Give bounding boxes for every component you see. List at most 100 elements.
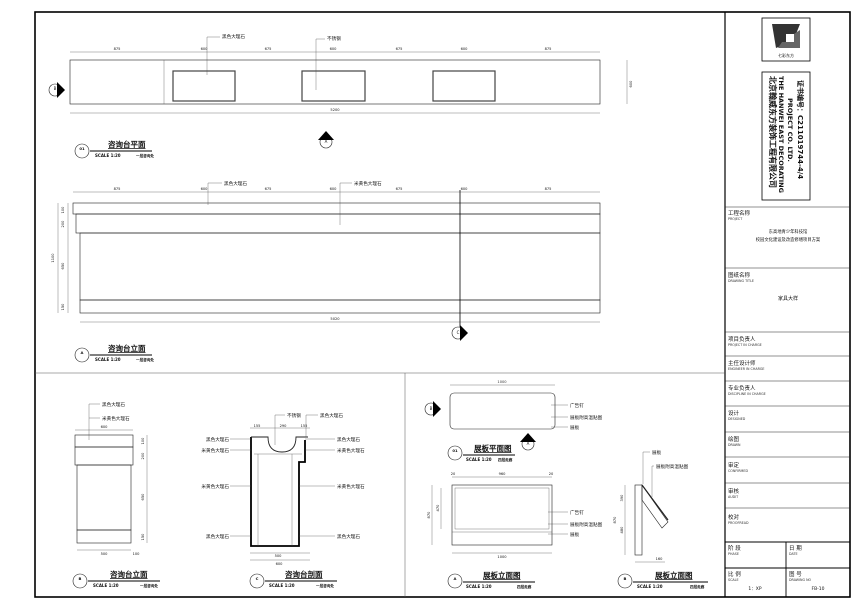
view-title: C 咨询台剖面 SCALE 1:20 一层咨询处: [249, 569, 337, 589]
svg-text:展板立面图: 展板立面图: [654, 570, 693, 580]
svg-text:四层走廊: 四层走廊: [498, 457, 513, 462]
drawing-no-label-en: DRAWING NO: [789, 578, 812, 582]
phase-label-en: PHASE: [728, 552, 739, 556]
project-label: 工程名称: [728, 209, 751, 217]
drawing-title-label-en: DRAWING TITLE: [728, 279, 754, 283]
dimension: 155: [301, 424, 308, 428]
view-title: A 咨询台立面 SCALE 1:20 一层咨询处: [74, 343, 154, 363]
dimension: 600: [201, 187, 209, 191]
svg-text:SCALE 1:20: SCALE 1:20: [269, 583, 295, 588]
dimension: 150: [141, 533, 145, 541]
row-label: 校对: [728, 513, 740, 521]
row-label-en: DESIGNED: [728, 417, 746, 421]
material-label: 米黄色大理石: [201, 447, 229, 454]
display-panel-side: 390 480 870 160 展板 展板附高温贴图 B 展板立面图 SCALE…: [613, 449, 708, 589]
material-label: 不锈钢: [287, 412, 301, 419]
svg-text:咨询台立面: 咨询台立面: [108, 343, 146, 353]
material-label: 黑色大理石: [206, 436, 229, 443]
logo-mark-icon: [772, 24, 800, 48]
dimension: 480: [620, 526, 624, 534]
dimension: 600: [101, 425, 109, 429]
svg-text:C: C: [256, 576, 259, 581]
dimension: 160: [656, 557, 664, 561]
svg-text:SCALE 1:20: SCALE 1:20: [93, 583, 119, 588]
dimension: 5020: [330, 317, 340, 321]
material-label: 黑色大理石: [102, 401, 125, 408]
svg-text:展板立面图: 展板立面图: [482, 570, 521, 580]
svg-text:咨询台剖面: 咨询台剖面: [285, 569, 323, 579]
material-label: 展板: [570, 531, 580, 538]
title-block: 七彩东方 北京翰威东方装饰工程有限公司 THE HANWEI EAST DECO…: [725, 17, 850, 597]
svg-text:SCALE 1:20: SCALE 1:20: [466, 457, 492, 462]
right-labels: 黑色大理石 米黄色大理石 米黄色大理石 黑色大理石: [299, 436, 365, 540]
material-label: 黑色大理石: [337, 533, 360, 540]
dimension: 870: [613, 516, 617, 524]
dimension: 875: [545, 187, 552, 191]
dimension: 650: [141, 493, 145, 501]
drawing-no-label: 图 号: [789, 570, 802, 578]
dimension: 600: [276, 562, 284, 566]
logo-mark-icon: [778, 30, 800, 48]
material-label: 展板: [570, 424, 580, 431]
company-logo: [761, 17, 811, 62]
material-label: 米黄色大理石: [102, 415, 130, 422]
view-title: 01 展板平面图 SCALE 1:20 四层走廊: [447, 443, 515, 462]
sheet-border: [34, 11, 851, 598]
dimension: 200: [141, 452, 145, 460]
row-label: 项目负责人: [728, 335, 756, 343]
row-label-en: CONFIRMED: [728, 469, 748, 473]
material-label: 米黄色大理石: [354, 180, 382, 187]
material-label: 黑色大理石: [337, 436, 360, 443]
row-label: 审核: [728, 487, 740, 495]
display-panel-plan: 1000 广告钉 展板附高温贴图 展板 B A 01 展板平面图 SCALE 1…: [424, 380, 603, 462]
svg-text:SCALE 1:20: SCALE 1:20: [95, 153, 121, 158]
dimension: 650: [61, 262, 65, 270]
dimension: 5200: [330, 108, 340, 112]
dimension: 960: [499, 472, 507, 476]
svg-text:B: B: [54, 86, 57, 91]
dimension: 675: [396, 47, 403, 51]
dimension: 675: [265, 187, 272, 191]
view-title: 01 咨询台平面 SCALE 1:20 一层咨询处: [74, 139, 154, 159]
svg-text:A: A: [527, 441, 530, 446]
svg-text:SCALE 1:20: SCALE 1:20: [637, 584, 663, 589]
dimension: 600: [461, 187, 469, 191]
left-labels: 黑色大理石 米黄色大理石 米黄色大理石 黑色大理石: [201, 436, 251, 540]
svg-text:一层咨询处: 一层咨询处: [316, 583, 334, 588]
dimension: 870: [427, 511, 431, 519]
row-label-en: DISCIPLINE IN CHARGE: [728, 392, 766, 396]
row-label: 专业负责人: [728, 384, 756, 392]
steel-inset: [301, 70, 366, 102]
section-mark-b: B: [424, 401, 441, 417]
company-name-en-2: PROJECT CO. LTD.: [786, 98, 794, 162]
dimension: 1000: [497, 380, 507, 384]
material-label: 展板附高温贴图: [656, 463, 689, 470]
svg-text:四层走廊: 四层走廊: [690, 584, 705, 589]
drawing-title-label: 图纸名称: [728, 271, 751, 279]
row-label-en: PROJECT IN CHARGE: [728, 343, 762, 347]
top-band-black-marble: [72, 202, 601, 215]
section-mark-b: B: [48, 82, 65, 98]
dimension: 390: [620, 494, 624, 502]
dimension: 20: [451, 472, 456, 476]
company-box: [761, 71, 811, 201]
svg-text:A: A: [454, 576, 457, 581]
scale-label: 比 例: [728, 570, 741, 578]
dimension: 600: [461, 47, 469, 51]
dimension: 600: [629, 80, 633, 88]
phase-label: 阶 段: [728, 544, 741, 552]
dimension: 100: [61, 206, 65, 214]
svg-text:SCALE 1:20: SCALE 1:20: [466, 584, 492, 589]
dimension: 600: [330, 187, 338, 191]
dimension: 20: [549, 472, 554, 476]
svg-text:一层咨询处: 一层咨询处: [140, 583, 158, 588]
material-label: 米黄色大理石: [201, 483, 229, 490]
dimension: 200: [61, 220, 65, 228]
steel-inset: [432, 70, 496, 102]
dimension: 155: [254, 424, 261, 428]
svg-text:咨询台立面: 咨询台立面: [110, 569, 148, 579]
desk-top-marble: [69, 59, 601, 105]
material-label: 展板附高温贴图: [570, 414, 603, 421]
material-label: 黑色大理石: [222, 33, 245, 40]
project-name-2: 校园文化建设及改造修缮项目方案: [756, 236, 821, 243]
